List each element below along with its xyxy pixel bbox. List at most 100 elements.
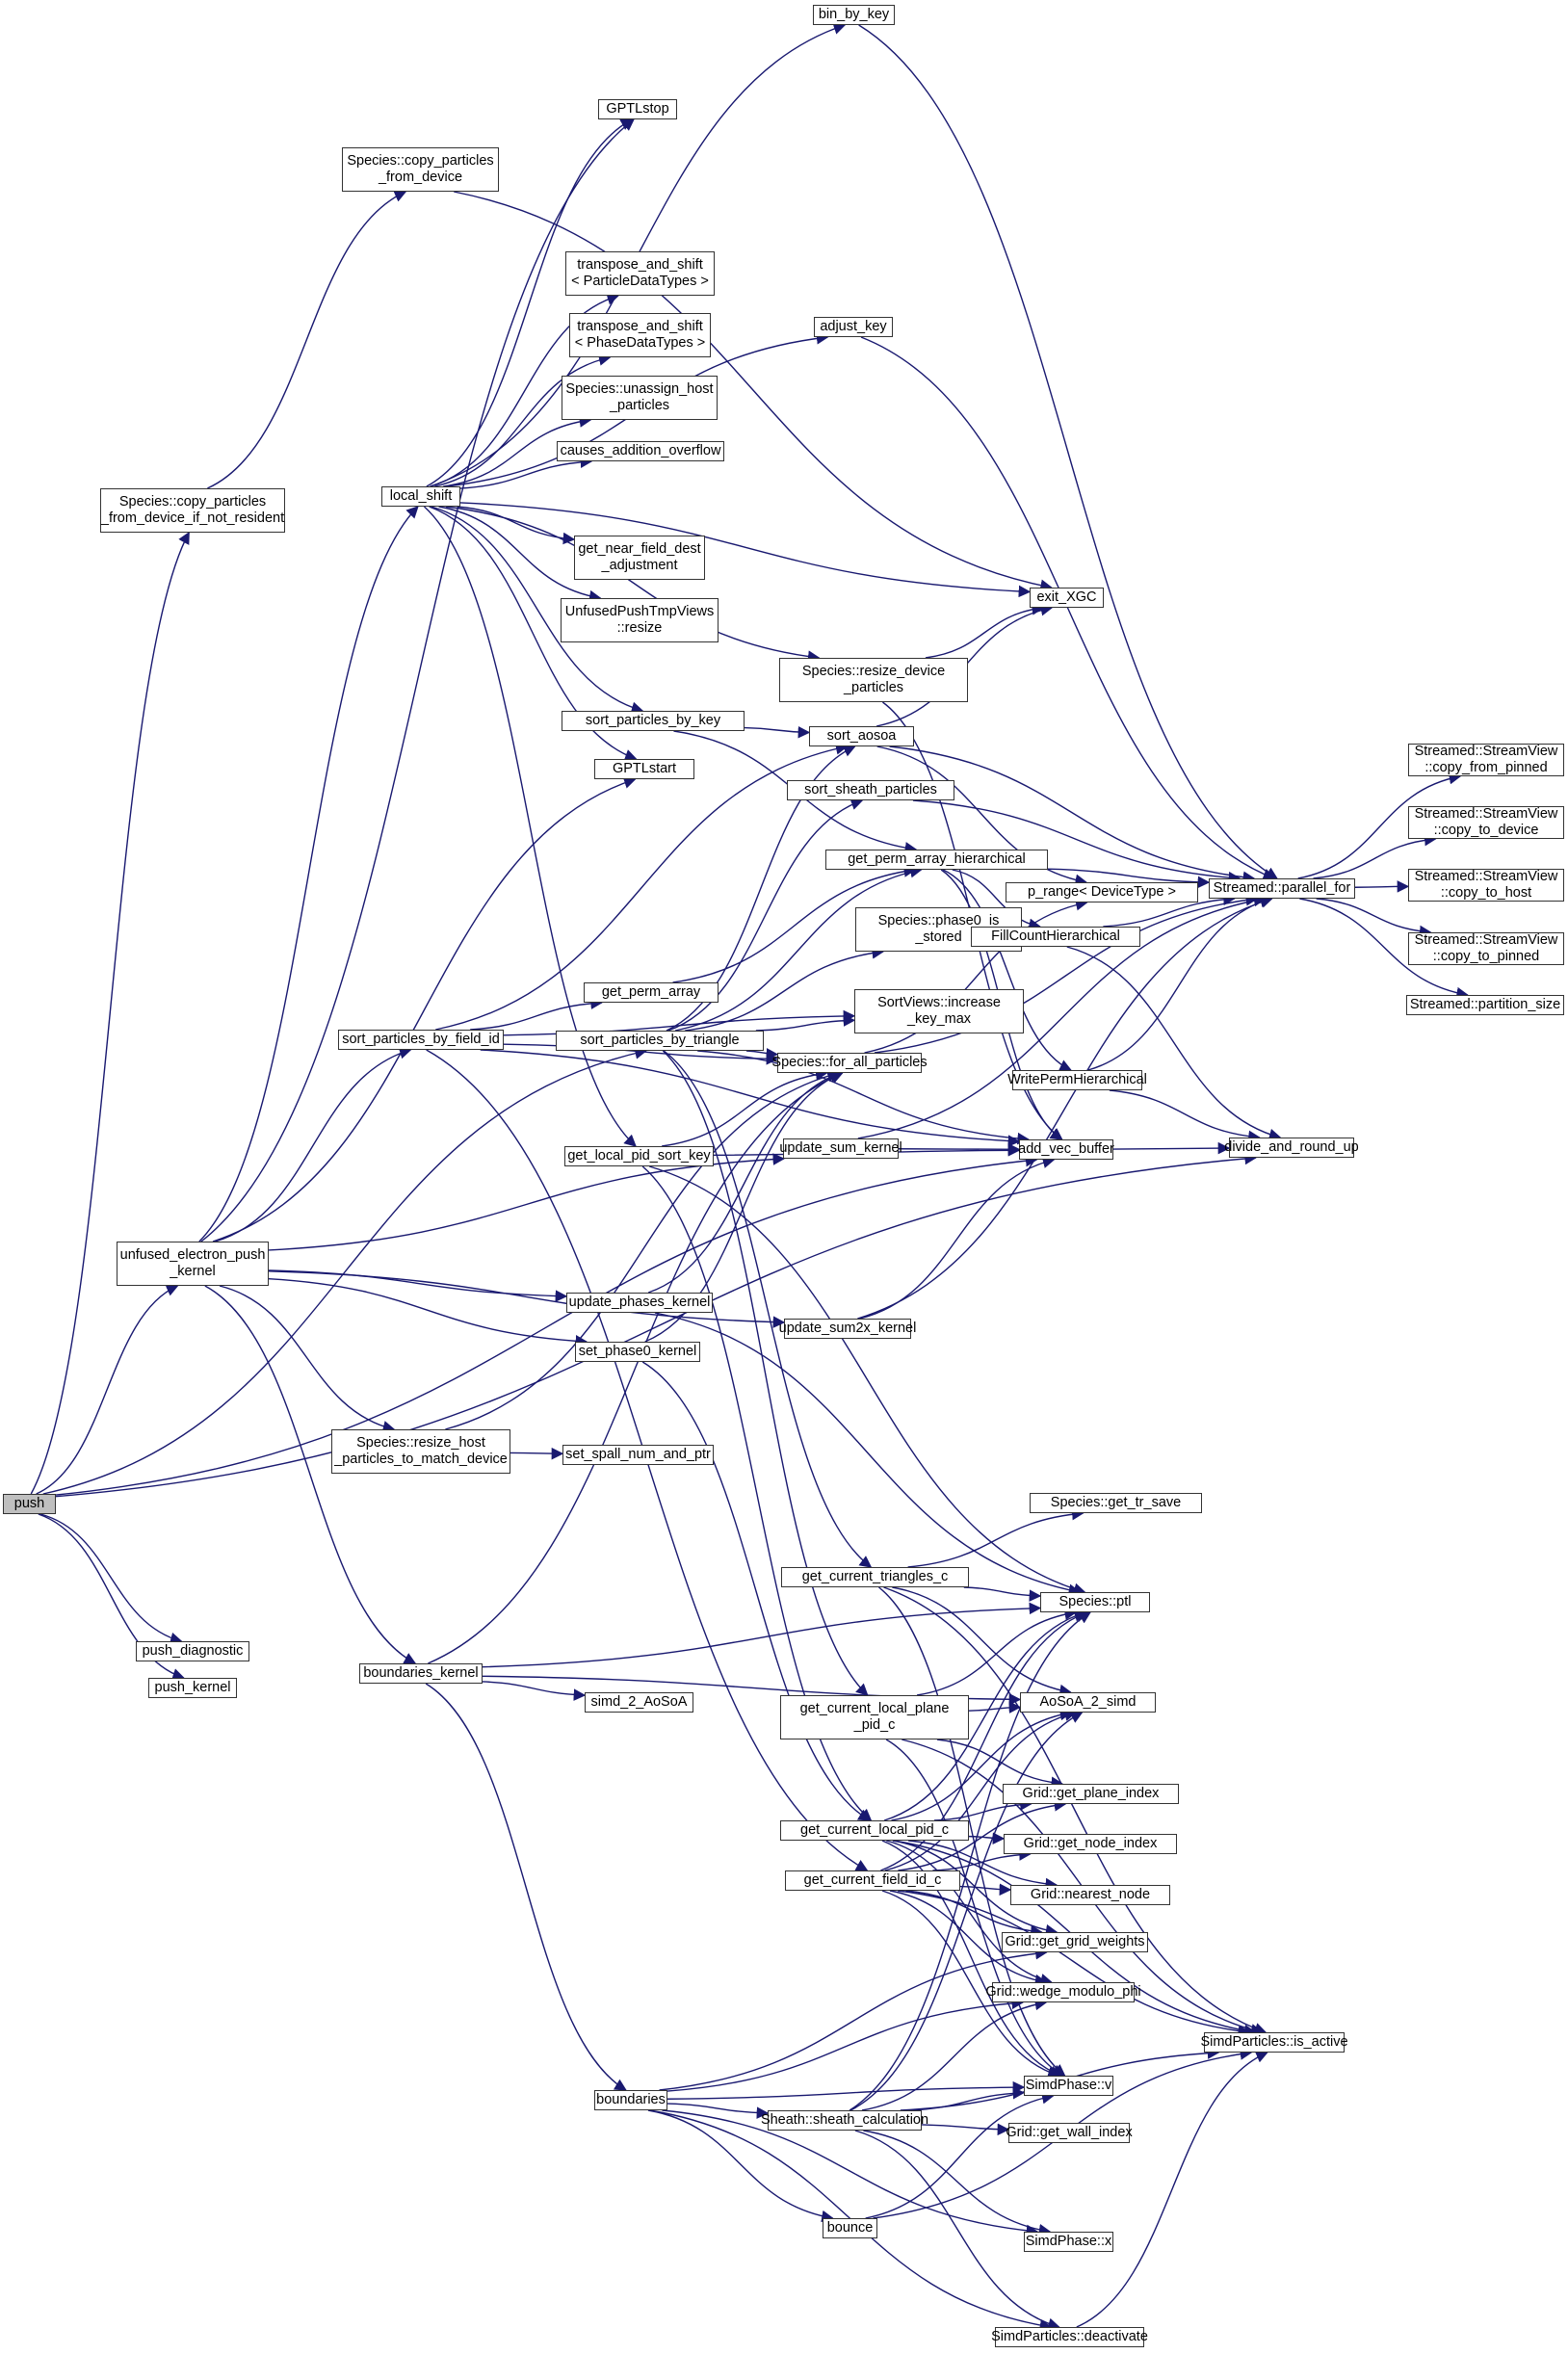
edge-gctc-to-aosoa2simd [892, 1586, 1072, 1697]
node-ssnp[interactable]: set_spall_num_and_ptr [562, 1445, 714, 1465]
edge-local_shift-to-spbk [431, 506, 644, 714]
edge-boundaries_kernel-to-fap [428, 1071, 844, 1664]
edge-spbfi-to-sort_aosoa [435, 743, 849, 1031]
node-gcfic[interactable]: get_current_field_id_c [785, 1870, 960, 1891]
edge-pfor-to-sv_ctd [1313, 833, 1437, 879]
node-fch[interactable]: FillCountHierarchical [971, 927, 1140, 947]
edge-uepk-to-us2k [268, 1270, 786, 1328]
node-svikm[interactable]: SortViews::increase _key_max [854, 989, 1024, 1033]
node-spx[interactable]: SimdPhase::x [1024, 2232, 1113, 2252]
edge-uepk-to-usk [268, 1153, 786, 1251]
edge-bin_by_key-to-pfor [858, 24, 1278, 879]
node-push[interactable]: push [3, 1494, 56, 1514]
edge-spbt-to-ssp [667, 798, 864, 1032]
node-spd[interactable]: SimdParticles::deactivate [991, 2327, 1148, 2347]
node-gptlstop[interactable]: GPTLstop [598, 99, 677, 119]
edge-gctc-to-spia [883, 1586, 1267, 2035]
node-uhp[interactable]: Species::unassign_host _particles [562, 376, 718, 420]
node-uptv[interactable]: UnfusedPushTmpViews ::resize [561, 598, 719, 642]
node-cao[interactable]: causes_addition_overflow [557, 441, 724, 461]
node-push-diag[interactable]: push_diagnostic [136, 1641, 249, 1661]
node-gpa[interactable]: get_perm_array [584, 982, 719, 1003]
node-spv[interactable]: SimdPhase::v [1024, 2076, 1113, 2096]
node-darup[interactable]: divide_and_round_up [1224, 1138, 1359, 1158]
node-tas-pdt[interactable]: transpose_and_shift < ParticleDataTypes … [565, 251, 715, 296]
edge-uepk-to-sp0k [268, 1277, 588, 1347]
node-nn[interactable]: Grid::nearest_node [1010, 1885, 1170, 1905]
node-ssp[interactable]: sort_sheath_particles [787, 780, 954, 800]
node-local-shift[interactable]: local_shift [381, 486, 460, 507]
node-gpi[interactable]: Grid::get_plane_index [1003, 1784, 1179, 1804]
edge-wph-to-darup [1109, 1089, 1261, 1143]
edge-local_shift-to-tas_phdt [434, 353, 612, 487]
node-gclpc[interactable]: get_current_local_pid_c [780, 1820, 969, 1841]
node-gctc[interactable]: get_current_triangles_c [781, 1567, 969, 1587]
node-ssc[interactable]: Sheath::sheath_calculation [761, 2110, 928, 2131]
edge-boundaries_kernel-to-boundaries [425, 1683, 627, 2091]
node-pfor[interactable]: Streamed::parallel_for [1209, 878, 1355, 899]
node-spbt[interactable]: sort_particles_by_triangle [556, 1031, 764, 1051]
node-wmp[interactable]: Grid::wedge_modulo_phi [985, 1982, 1141, 2002]
node-sv-ctp[interactable]: Streamed::StreamView ::copy_to_pinned [1408, 932, 1564, 965]
node-sv-cth[interactable]: Streamed::StreamView ::copy_to_host [1408, 869, 1564, 902]
node-fap[interactable]: Species::for_all_particles [771, 1053, 928, 1073]
node-gwi[interactable]: Grid::get_wall_index [1006, 2123, 1133, 2143]
edge-fap-to-pfor [874, 894, 1259, 1054]
edge-ssc-to-spx [863, 2130, 1052, 2236]
node-upk[interactable]: update_phases_kernel [566, 1293, 713, 1313]
node-boundaries[interactable]: boundaries [594, 2090, 667, 2110]
node-avb[interactable]: add_vec_buffer [1018, 1139, 1114, 1160]
edge-rhptmd-to-ssnp [510, 1447, 564, 1460]
node-bin-by-key[interactable]: bin_by_key [813, 5, 895, 25]
edge-gclpc-to-gni [968, 1832, 1006, 1844]
node-spbfi[interactable]: sort_particles_by_field_id [338, 1030, 504, 1050]
node-ptl[interactable]: Species::ptl [1040, 1592, 1150, 1612]
node-uepk[interactable]: unfused_electron_push _kernel [117, 1242, 269, 1286]
node-gni[interactable]: Grid::get_node_index [1004, 1834, 1177, 1854]
node-usk[interactable]: update_sum_kernel [779, 1138, 902, 1159]
node-cpfd[interactable]: Species::copy_particles _from_device [342, 147, 499, 192]
edge-cpfd-to-exit_xgc [454, 191, 1053, 591]
node-us2k[interactable]: update_sum2x_kernel [779, 1319, 916, 1339]
node-gnfda[interactable]: get_near_field_dest _adjustment [574, 536, 705, 580]
node-wph[interactable]: WritePermHierarchical [1007, 1070, 1147, 1090]
node-sort-aosoa[interactable]: sort_aosoa [809, 726, 914, 746]
node-sv-ctd[interactable]: Streamed::StreamView ::copy_to_device [1408, 806, 1564, 839]
node-spbk[interactable]: sort_particles_by_key [562, 711, 745, 731]
edge-gcfic-to-ggw [905, 1890, 1043, 1938]
edge-uepk-to-gptlstart [212, 776, 637, 1242]
node-bounce[interactable]: bounce [823, 2218, 877, 2238]
node-boundaries-kernel[interactable]: boundaries_kernel [359, 1663, 483, 1684]
node-tas-phdt[interactable]: transpose_and_shift < PhaseDataTypes > [569, 313, 711, 357]
node-prange[interactable]: p_range< DeviceType > [1006, 882, 1198, 902]
node-exit-xgc[interactable]: exit_XGC [1030, 588, 1104, 608]
node-ggw[interactable]: Grid::get_grid_weights [1002, 1932, 1148, 1952]
edge-local_shift-to-gptlstop [426, 118, 634, 487]
node-rhptmd[interactable]: Species::resize_host _particles_to_match… [331, 1429, 510, 1474]
node-aosoa2simd[interactable]: AoSoA_2_simd [1020, 1692, 1156, 1713]
edge-usk-to-avb [898, 1142, 1021, 1156]
node-gpah[interactable]: get_perm_array_hierarchical [825, 850, 1048, 870]
node-sv-cfp[interactable]: Streamed::StreamView ::copy_from_pinned [1408, 744, 1564, 776]
node-gptlstart[interactable]: GPTLstart [594, 759, 694, 779]
edge-spbt-to-gctc [663, 1050, 873, 1568]
node-sp0k[interactable]: set_phase0_kernel [575, 1342, 700, 1362]
node-ps[interactable]: Streamed::partition_size [1406, 995, 1564, 1015]
edge-local_shift-to-glpsk [424, 506, 637, 1147]
node-spia[interactable]: SimdParticles::is_active [1200, 2032, 1348, 2053]
node-adjust-key[interactable]: adjust_key [814, 317, 893, 337]
node-rdp[interactable]: Species::resize_device _particles [779, 658, 968, 702]
edge-boundaries-to-spv [666, 2080, 1026, 2100]
edge-gctc-to-spv [878, 1586, 1066, 2077]
node-gclppc[interactable]: get_current_local_plane _pid_c [780, 1695, 969, 1739]
node-cpfd-nr[interactable]: Species::copy_particles _from_device_if_… [100, 488, 285, 533]
node-simd2aosoa[interactable]: simd_2_AoSoA [585, 1692, 693, 1713]
edge-pfor-to-sv_cfp [1297, 772, 1462, 879]
edge-gcfic-to-gni [932, 1848, 1032, 1871]
edge-gcfic-to-aosoa2simd [884, 1709, 1078, 1871]
node-glpsk[interactable]: get_local_pid_sort_key [564, 1146, 714, 1166]
edge-gcfic-to-spv [881, 1890, 1060, 2079]
edge-spbfi-to-avb [480, 1049, 1021, 1147]
node-gts[interactable]: Species::get_tr_save [1030, 1493, 1202, 1513]
node-push-kernel[interactable]: push_kernel [148, 1678, 237, 1698]
